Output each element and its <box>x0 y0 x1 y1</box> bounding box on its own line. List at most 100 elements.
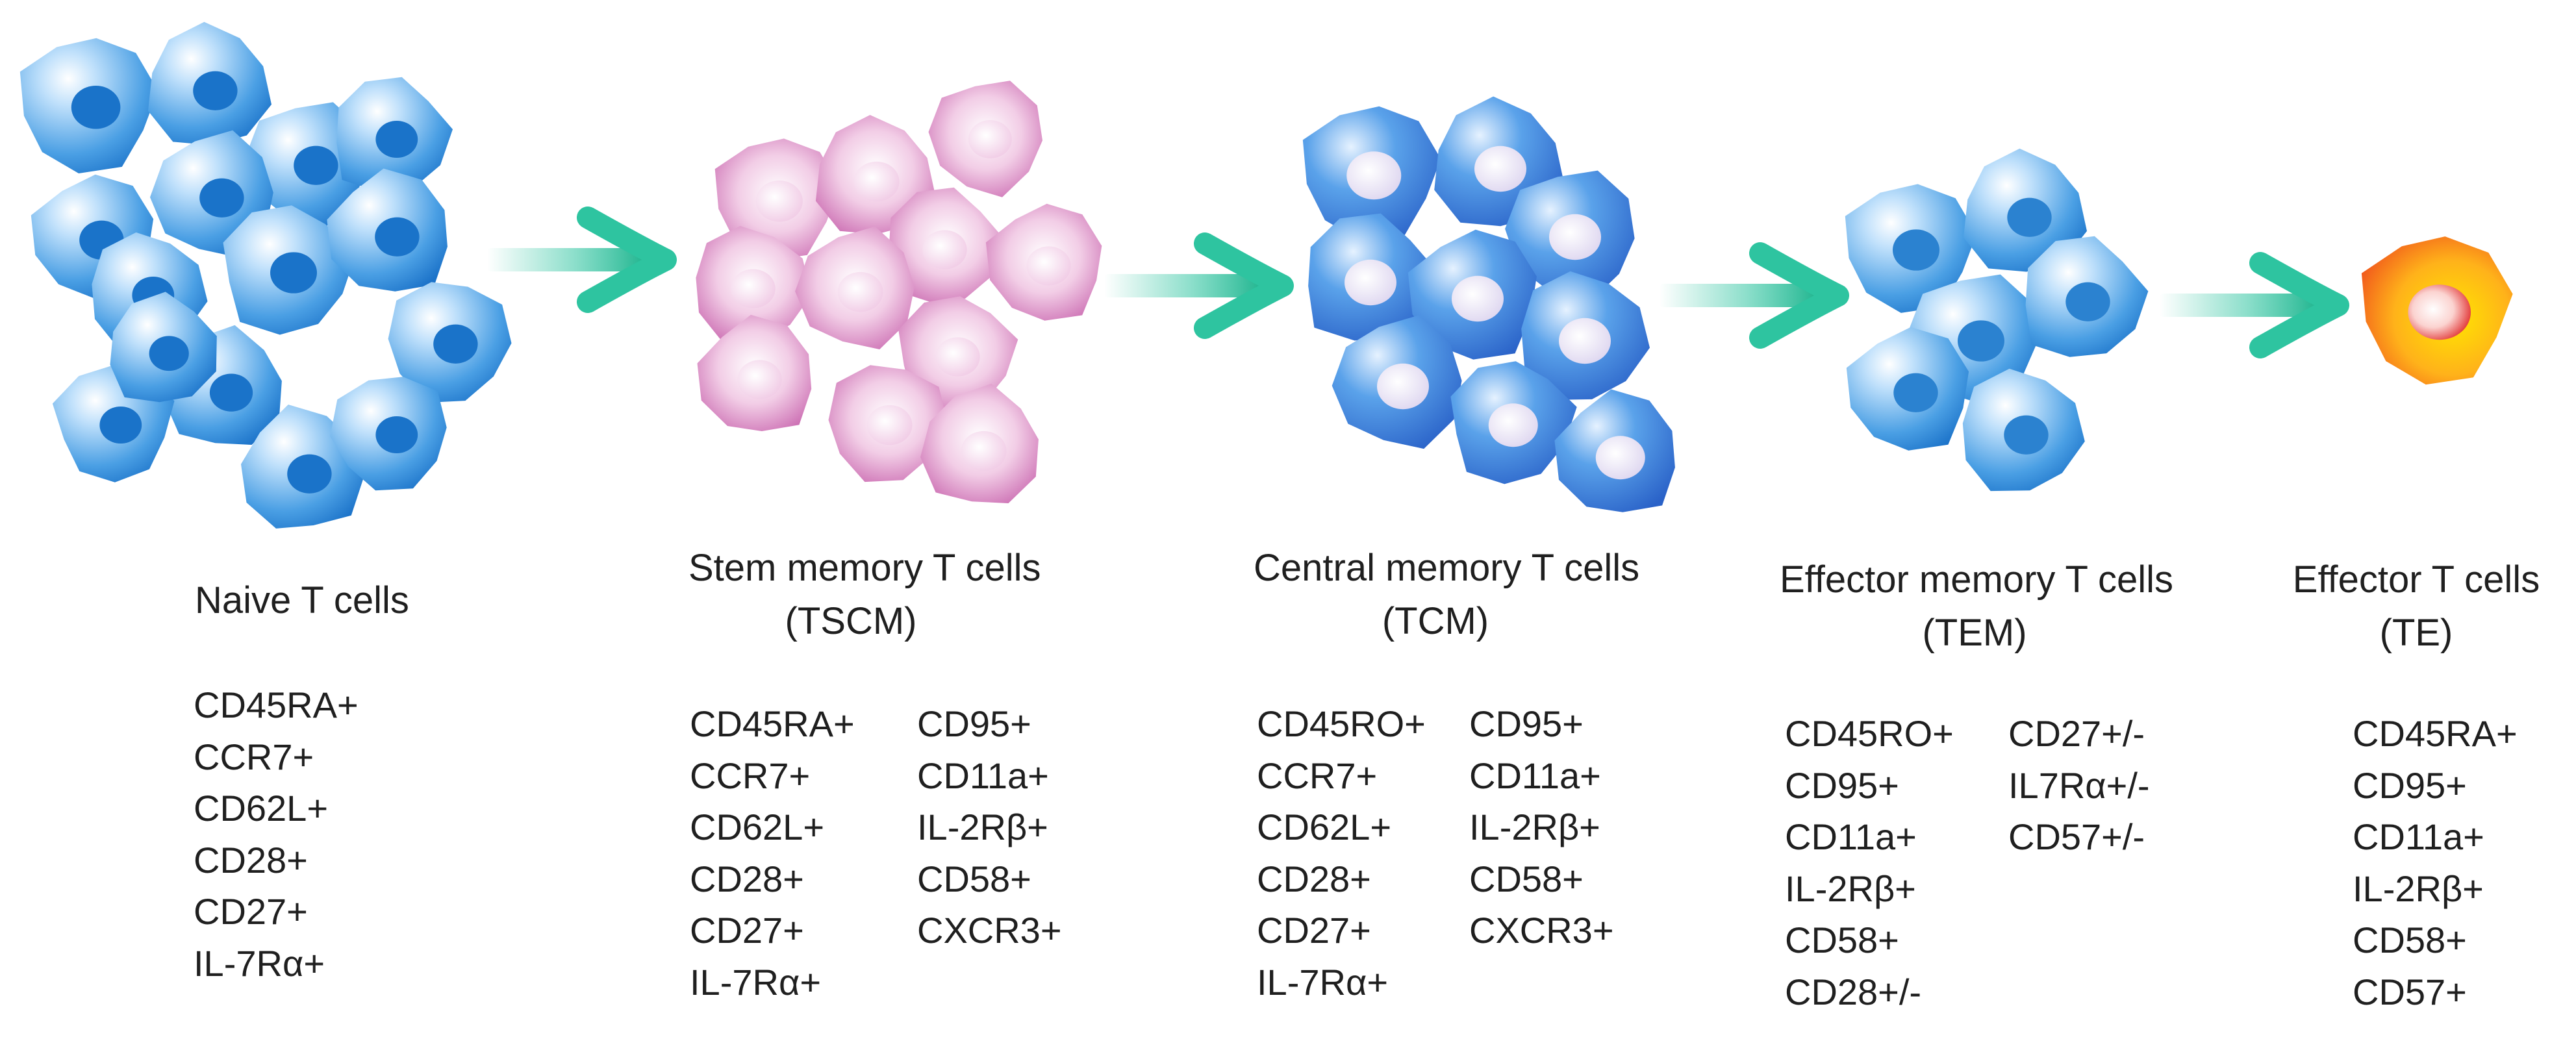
central-memory-cell <box>1505 170 1635 303</box>
stem-memory-cell <box>697 314 812 431</box>
central-memory-nucleus <box>1474 145 1526 192</box>
naive-cell <box>388 282 512 403</box>
central-memory-cell <box>1521 271 1650 400</box>
central-memory-cell <box>1302 106 1441 242</box>
marker: CXCR3+ <box>1469 910 1614 951</box>
effector-memory-nucleus <box>2065 282 2110 321</box>
marker: CD28+ <box>1257 858 1371 899</box>
effector-memory-cluster <box>1845 148 2149 492</box>
marker: CXCR3+ <box>917 910 1062 951</box>
naive-nucleus <box>287 454 332 494</box>
effector-memory-nucleus <box>2007 197 2052 237</box>
marker: CD95+ <box>917 703 1031 744</box>
marker: CCR7+ <box>194 736 314 777</box>
effector-cell <box>2361 236 2513 385</box>
marker: CD58+ <box>2353 920 2467 960</box>
title-stem-memory: Stem memory T cells (TSCM) <box>688 547 1041 642</box>
marker: IL-2Rβ+ <box>917 807 1048 847</box>
naive-cell <box>336 77 453 192</box>
marker: CD58+ <box>1469 858 1584 899</box>
central-memory-cell <box>1450 361 1577 484</box>
effector-cluster <box>2361 236 2513 385</box>
effector-memory-nucleus <box>1958 320 2004 362</box>
effector-memory-cell <box>1846 327 1969 451</box>
stem-memory-nucleus <box>755 180 803 222</box>
effector-memory-nucleus <box>1893 229 1939 271</box>
marker: CD95+ <box>1785 764 1899 806</box>
marker: CD45RA+ <box>2353 713 2518 754</box>
naive-cell <box>223 205 357 335</box>
stem-memory-cell <box>696 225 812 342</box>
marker: CCR7+ <box>1257 755 1378 796</box>
marker: IL-2Rβ+ <box>2353 868 2484 909</box>
marker: CD27+ <box>690 910 804 951</box>
naive-nucleus <box>149 336 189 371</box>
naive-cell <box>148 21 271 145</box>
marker: CD11a+ <box>1785 816 1917 857</box>
progression-arrow <box>1104 232 1294 339</box>
effector-memory-nucleus <box>1893 373 1938 412</box>
markers-effector: CD45RA+ CD95+ CD11a+ IL-2Rβ+ CD58+ CD57+ <box>2353 708 2518 1018</box>
central-memory-nucleus <box>1452 275 1504 322</box>
title-naive: Naive T cells <box>195 579 409 621</box>
naive-nucleus <box>71 85 121 129</box>
stem-memory-nucleus <box>837 271 883 312</box>
central-memory-nucleus <box>1377 363 1429 410</box>
stem-memory-nucleus <box>1026 246 1071 286</box>
marker: CD95+ <box>2353 764 2467 806</box>
central-memory-cell <box>1408 229 1537 360</box>
stem-memory-cell <box>828 365 948 482</box>
markers-naive: CD45RA+ CCR7+ CD62L+ CD28+ CD27+ IL-7Rα+ <box>194 679 359 989</box>
marker: CD45RO+ <box>1257 703 1426 744</box>
naive-nucleus <box>193 71 238 110</box>
stem-memory-cell <box>795 226 915 349</box>
marker: CD45RA+ <box>690 703 855 744</box>
effector-memory-cell <box>1845 184 1977 313</box>
marker: CD95+ <box>1469 703 1584 744</box>
marker: IL-7Rα+ <box>1257 961 1389 1003</box>
marker: CCR7+ <box>690 755 811 796</box>
stem-memory-nucleus <box>853 161 900 202</box>
naive-nucleus <box>209 373 253 412</box>
effector-memory-cell <box>2025 236 2149 357</box>
central-memory-cell <box>1554 389 1675 512</box>
marker: IL-7Rα+ <box>690 961 822 1003</box>
marker: CD45RO+ <box>1785 713 1954 754</box>
progression-arrow <box>1660 242 1849 349</box>
marker: CD62L+ <box>690 807 825 847</box>
marker: IL7Rα+/- <box>2008 764 2150 806</box>
naive-nucleus <box>270 252 317 294</box>
naive-nucleus <box>199 178 244 218</box>
marker: IL-2Rβ+ <box>1469 807 1600 847</box>
marker: CD58+ <box>1785 920 1899 960</box>
naive-cell <box>327 168 448 292</box>
central-memory-nucleus <box>1549 214 1601 260</box>
naive-nucleus <box>375 120 418 158</box>
naive-nucleus <box>433 324 478 364</box>
marker: CD11a+ <box>1469 755 1601 796</box>
central-memory-cluster <box>1302 96 1675 512</box>
marker: CD27+/- <box>2008 713 2145 754</box>
marker: CD28+ <box>194 839 308 881</box>
stem-memory-nucleus <box>922 230 967 269</box>
stem-memory-cluster <box>696 81 1102 503</box>
central-memory-cell <box>1308 213 1437 341</box>
stem-memory-cell <box>928 81 1042 197</box>
stem-memory-nucleus <box>737 360 782 399</box>
markers-central-memory-col2: CD95+ CD11a+ IL-2Rβ+ CD58+ CXCR3+ <box>1469 698 1614 957</box>
stem-memory-nucleus <box>961 431 1007 471</box>
central-memory-nucleus <box>1346 151 1402 200</box>
markers-central-memory-col1: CD45RO+ CCR7+ CD62L+ CD28+ CD27+ IL-7Rα+ <box>1257 698 1426 1008</box>
effector-memory-nucleus <box>2004 415 2049 455</box>
markers-stem-memory-col2: CD95+ CD11a+ IL-2Rβ+ CD58+ CXCR3+ <box>917 698 1062 957</box>
marker: IL-2Rβ+ <box>1785 868 1916 909</box>
naive-nucleus <box>99 406 142 444</box>
marker: CD27+ <box>194 891 308 932</box>
marker: CD45RA+ <box>194 684 359 725</box>
marker: CD28+ <box>690 858 804 899</box>
title-effector-memory: Effector memory T cells (TEM) <box>1780 558 2173 654</box>
marker: CD11a+ <box>2353 816 2484 857</box>
progression-arrow <box>487 207 677 313</box>
naive-nucleus <box>375 217 420 257</box>
